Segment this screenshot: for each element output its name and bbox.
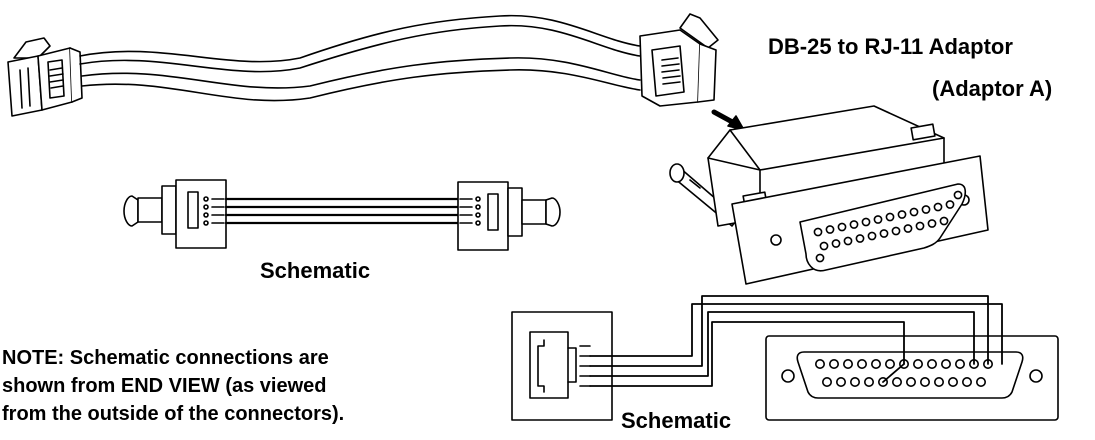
wiring: [589, 295, 1003, 387]
insert-arrow: [711, 109, 745, 131]
cable-schematic: [123, 179, 561, 251]
adaptor-title: DB-25 to RJ-11 Adaptor: [768, 34, 1013, 59]
note-line-2: shown from END VIEW (as viewed: [2, 375, 327, 397]
phone-cable-illustration: [7, 13, 719, 117]
db25-adaptor-illustration: [669, 105, 989, 285]
rj11-plug-left: [7, 37, 83, 117]
adaptor-subtitle: (Adaptor A): [932, 76, 1053, 101]
note-line-3: from the outside of the connectors).: [2, 403, 345, 425]
schematic-label-bottom: Schematic: [621, 408, 732, 433]
adaptor-schematic: [511, 295, 1059, 421]
note-text: NOTE: Schematic connections are shown fr…: [2, 344, 362, 428]
db25-end-view: [765, 335, 1059, 421]
rj11-jack-end-view: [511, 311, 613, 421]
schematic-label-top: Schematic: [260, 258, 371, 283]
note-line-1: NOTE: Schematic connections are: [2, 347, 329, 369]
rj11-plug-right: [639, 13, 719, 107]
